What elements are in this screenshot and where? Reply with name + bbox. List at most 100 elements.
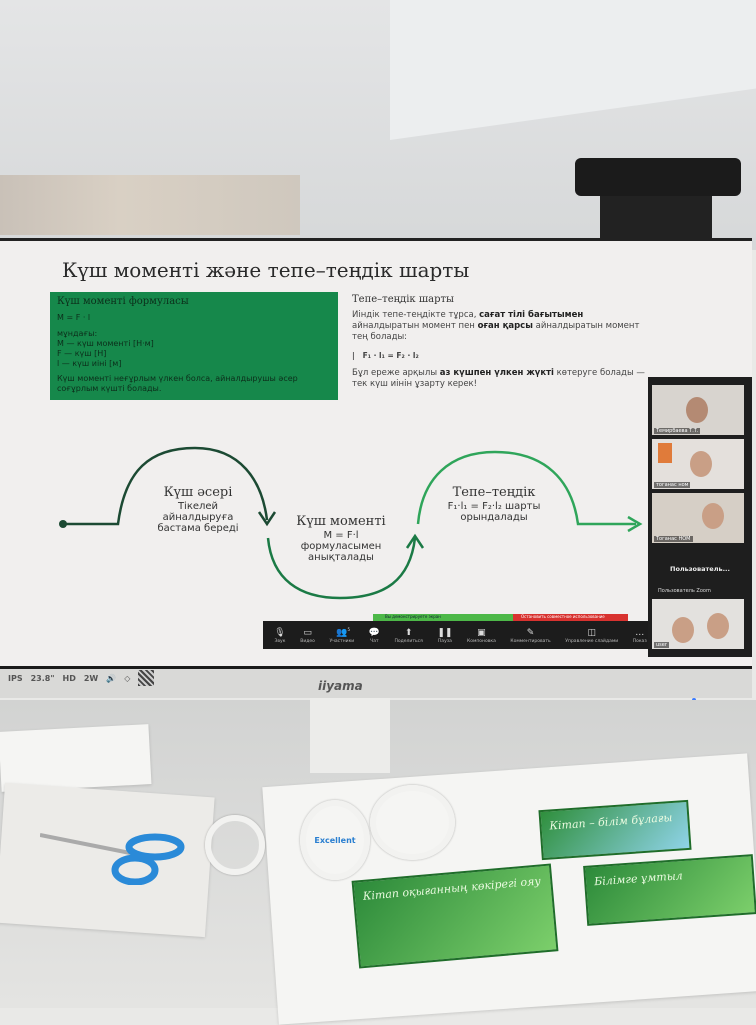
text: Бұл ереже арқылы — [352, 368, 440, 378]
qr-code — [138, 670, 155, 686]
paper-sheet — [0, 724, 152, 792]
toolbar-button-комментировать[interactable]: ✎Комментировать — [510, 627, 550, 644]
toolbar-label: Компоновка — [467, 638, 496, 644]
process-diagram — [59, 446, 643, 600]
equilibrium-paragraph: Иіндік тепе-теңдікте тұрса, сағат тілі б… — [352, 310, 652, 343]
slides-icon: ◫ — [587, 627, 596, 638]
formula-box-heading: Күш моменті формуласы — [57, 296, 189, 307]
text: көтеруге болады — тек күш иінін ұзарту к… — [352, 368, 645, 389]
slide-title: Күш моменті және тепе–теңдік шарты — [62, 258, 470, 282]
text: айналдыратын момент пен — [352, 321, 478, 331]
def-line: l — күш иіні [м] — [57, 359, 122, 368]
toolbar-button-пауза[interactable]: ❚❚Пауза — [437, 627, 452, 644]
toolbar-button-показ[interactable]: …Показ — [633, 627, 647, 644]
video-icon: ▭ — [303, 627, 312, 638]
toolbar-button-поделиться[interactable]: ⬆Поделиться — [395, 627, 423, 644]
webcam — [575, 158, 741, 196]
text: Иіндік тепе-теңдікте тұрса, — [352, 310, 480, 320]
diagram-step-3: Тепе–теңдік F₁·l₁ = F₂·l₂ шарты орындала… — [434, 485, 554, 523]
participant-name: Темирбаева Т.Т. — [654, 428, 701, 434]
toolbar-button-видео[interactable]: ▭Видео — [300, 627, 315, 644]
step-text: F₁·l₁ = F₂·l₂ шарты орындалады — [447, 501, 541, 523]
layout-icon: ▣ — [477, 627, 486, 638]
monitor-spec-labels: IPS 23.8" HD 2W 🔊 ◇ — [8, 670, 155, 686]
formula-note: Күш моменті неғұрлым үлкен болса, айналд… — [57, 374, 298, 393]
bold-text: оған қарсы — [477, 321, 533, 331]
sticker: Кітап – білім бұлағы — [538, 799, 692, 861]
def-line: F — күш [Н] — [57, 349, 107, 358]
stop-share-button[interactable]: Остановить совместное использование — [513, 614, 628, 622]
toolbar-button-чат[interactable]: 💬Чат — [369, 627, 380, 644]
participant-name: user — [654, 642, 669, 648]
video-tile[interactable]: user — [652, 599, 744, 649]
toolbar-button-участники[interactable]: 👥Участники 5 — [329, 627, 354, 644]
bold-text: аз күшпен үлкен жүкті — [439, 368, 554, 378]
bold-text: сағат тілі бағытымен — [479, 310, 584, 320]
arrow-down-icon — [257, 511, 277, 527]
poster — [658, 443, 672, 463]
eco-icon: ◇ — [124, 673, 131, 683]
diagram-step-2: Күш моменті M = F·l формуласымен анықтал… — [288, 514, 394, 563]
toolbar-label: Показ — [632, 638, 647, 644]
zoom-user-label: Пользователь Zoom — [658, 588, 711, 594]
sticker: Білімге ұмтыл — [583, 854, 756, 926]
toolbar-label: Управление слайдами — [565, 638, 619, 644]
video-tile[interactable]: тоганас ном — [652, 439, 744, 489]
participants-panel: Темирбаева Т.Т. тоганас ном Тоганас НОМ … — [648, 377, 752, 657]
equilibrium-section: Тепе–теңдік шарты Иіндік тепе-теңдікте т… — [352, 294, 652, 390]
step-title: Тепе–теңдік — [452, 485, 536, 500]
sticker-roll — [370, 785, 455, 860]
participant-name: Тоганас НОМ — [654, 536, 693, 542]
sticker-roll — [205, 815, 265, 875]
toolbar-label: Участники — [329, 638, 355, 644]
monitor-stand — [310, 698, 390, 773]
step-title: Күш әсері — [163, 485, 233, 500]
arrow-right-icon — [627, 515, 643, 533]
where-label: мұндағы: — [57, 329, 98, 338]
sticker: Кітап оқығанның көкірегі ояу — [351, 863, 559, 969]
toolbar-label: Видео — [300, 638, 315, 644]
monitor-bezel — [0, 666, 752, 698]
speaker-icon: 🔊 — [106, 673, 117, 683]
text: айналдыратын момент тең болады: — [352, 321, 640, 342]
spec-label: 23.8" — [30, 673, 55, 683]
equilibrium-formula: | F₁ · l₁ = F₂ · l₂ — [352, 351, 419, 360]
monitor-brand: iiyama — [318, 679, 363, 693]
formula-text: F₁ · l₁ = F₂ · l₂ — [362, 351, 419, 360]
share-icon: ⬆ — [404, 627, 413, 638]
sharing-banner: Вы демонстрируете экран — [373, 614, 513, 622]
formula-box: Күш моменті формуласы M = F · l мұндағы:… — [50, 292, 338, 400]
video-tile[interactable]: Темирбаева Т.Т. — [652, 385, 744, 435]
toolbar-label: Чат — [370, 638, 379, 644]
participant-name: тоганас ном — [654, 482, 691, 488]
wall-shelf — [0, 175, 300, 235]
spec-label: IPS — [8, 673, 23, 683]
toolbar-button-управление слайдами[interactable]: ◫Управление слайдами — [565, 627, 618, 644]
scissors-icon — [40, 833, 185, 885]
equilibrium-heading: Тепе–теңдік шарты — [352, 294, 454, 305]
arc-2 — [266, 537, 417, 600]
arrow-up-icon — [405, 533, 425, 549]
participants-count: 5 — [347, 626, 351, 632]
video-tile[interactable]: Тоганас НОМ — [652, 493, 744, 543]
microphone-icon: 🎙 — [274, 627, 286, 638]
toolbar-button-компоновка[interactable]: ▣Компоновка — [467, 627, 496, 644]
arc-3 — [416, 450, 636, 526]
diagram-step-1: Күш әсері Тікелей айналдыруға бастама бе… — [148, 485, 248, 534]
annotate-icon: ✎ — [526, 627, 535, 638]
toolbar-label: Поделиться — [394, 638, 423, 644]
step-text: Тікелей айналдыруға бастама береді — [157, 501, 239, 534]
user-placeholder-tile[interactable]: Пользователь... — [670, 565, 730, 573]
chat-icon: 💬 — [368, 627, 380, 638]
formula: M = F · l — [57, 313, 91, 322]
toolbar-label: Комментировать — [510, 638, 551, 644]
toolbar-button-звук[interactable]: 🎙Звук — [274, 627, 285, 644]
more-icon: … — [635, 627, 645, 638]
spec-label: 2W — [83, 673, 99, 683]
step-text: M = F·l формуласымен анықталады — [300, 530, 382, 563]
zoom-toolbar: 🎙Звук ▭Видео 👥Участники 5 💬Чат ⬆Поделиться ❚❚П… — [263, 621, 658, 649]
participants-icon: 👥 — [336, 627, 348, 638]
step-title: Күш моменті — [296, 514, 386, 529]
sticker-roll: Excellent — [300, 800, 370, 880]
rule-paragraph: Бұл ереже арқылы аз күшпен үлкен жүкті к… — [352, 368, 652, 390]
